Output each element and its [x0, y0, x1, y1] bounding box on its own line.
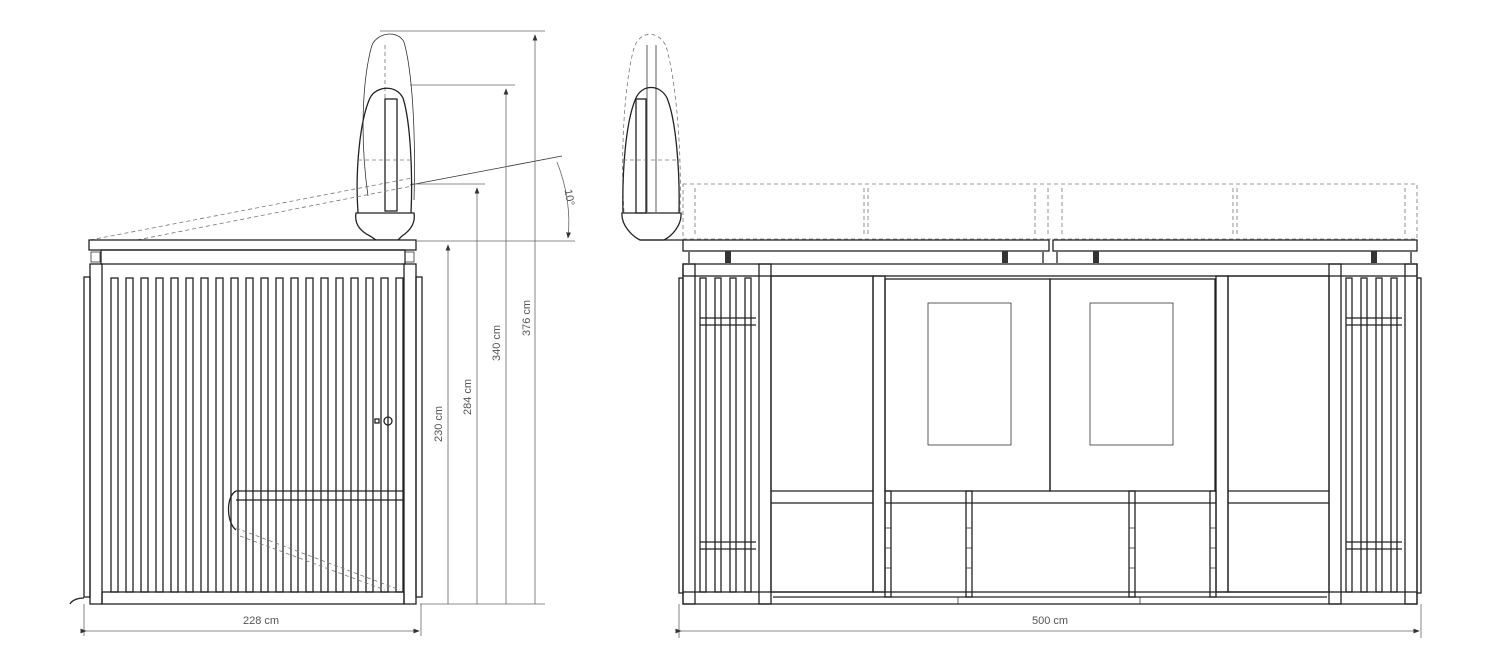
screen-left: [927, 302, 1012, 446]
side-slats: [110, 277, 404, 593]
right-slats: [1345, 277, 1402, 593]
screen-right: [1089, 302, 1174, 446]
dim-228: 228 cm: [243, 615, 279, 627]
dim-angle: 10°: [562, 188, 577, 206]
display-panel-left: [884, 278, 1051, 492]
left-slats: [699, 277, 756, 593]
dim-284: 284 cm: [462, 379, 474, 415]
lamp-body: [356, 87, 413, 214]
dim-376: 376 cm: [521, 300, 533, 336]
side-elevation: 230 cm 284 cm 340 cm 376 cm 10° 228 cm: [69, 30, 577, 636]
door-handle-icon: [383, 416, 393, 426]
dim-230: 230 cm: [433, 406, 445, 442]
display-panel-right: [1049, 278, 1216, 492]
dim-500: 500 cm: [1032, 615, 1068, 627]
lamp-base: [355, 212, 415, 241]
lamp-body-front: [622, 86, 680, 214]
bench-outline: [227, 490, 404, 531]
front-elevation: 500 cm: [621, 33, 1422, 638]
dim-340: 340 cm: [491, 325, 503, 361]
